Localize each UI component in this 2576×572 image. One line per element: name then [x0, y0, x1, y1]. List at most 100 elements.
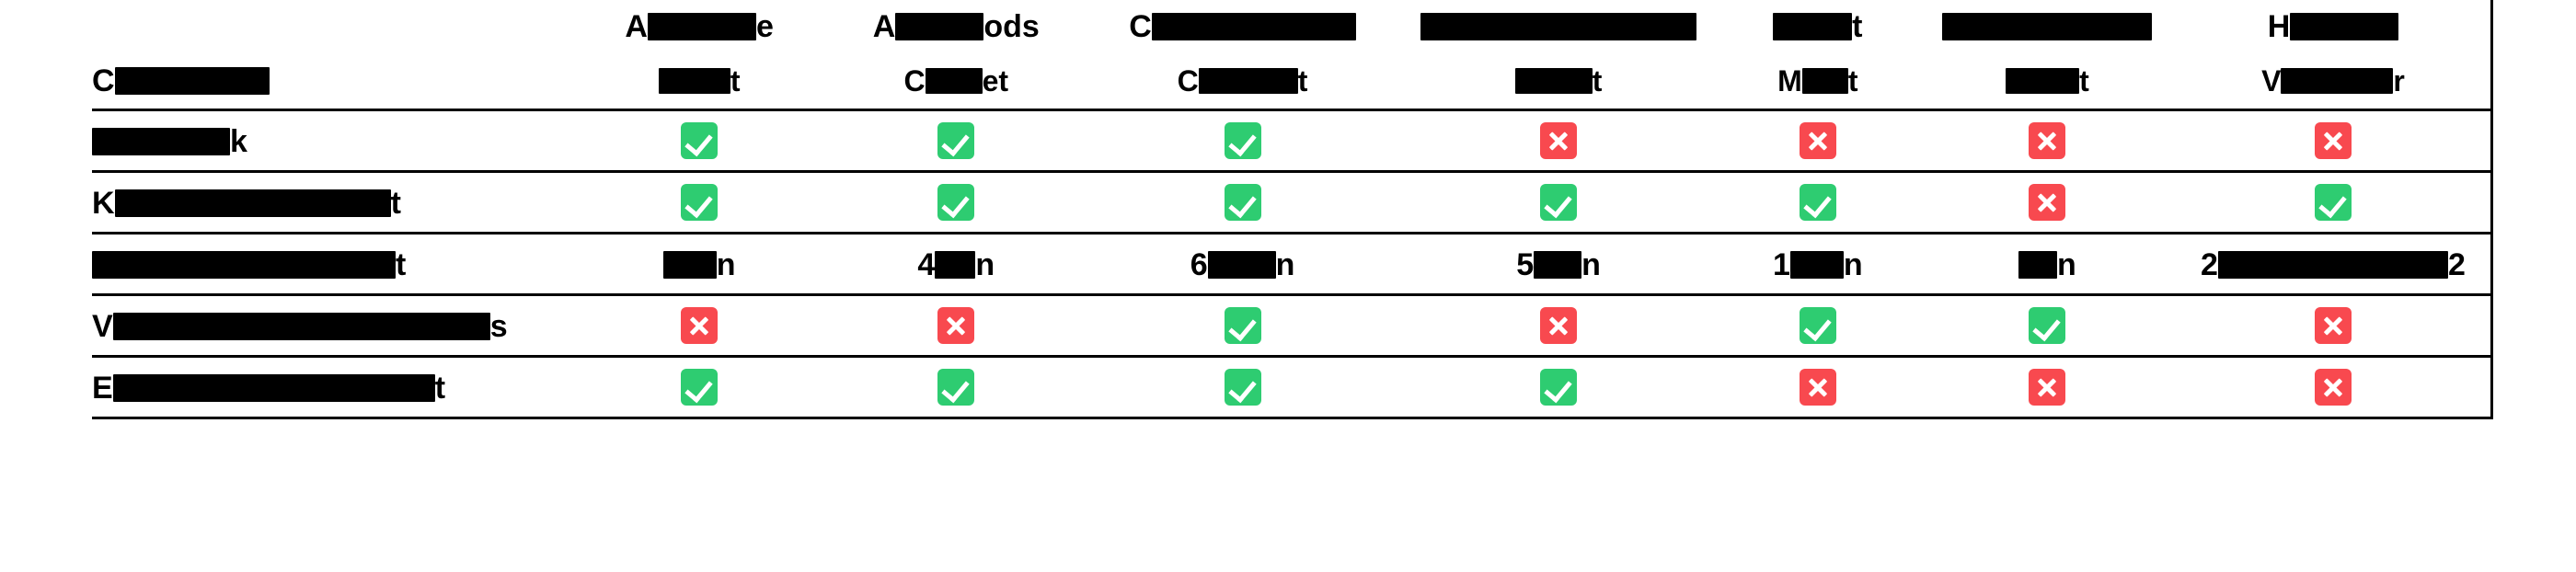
check-icon [1224, 369, 1261, 406]
redacted-text: k [92, 126, 247, 157]
status-cell [570, 356, 828, 419]
redacted-text: t [92, 249, 406, 280]
cross-icon [2314, 307, 2352, 344]
status-cell [2175, 356, 2493, 419]
status-cell [1400, 356, 1717, 419]
redaction-bar [1420, 12, 1697, 40]
column-header-5: t [1717, 0, 1919, 51]
status-cell [1716, 294, 1919, 358]
check-icon [1540, 369, 1578, 406]
status-cell [1084, 171, 1401, 235]
redaction-bar [2290, 12, 2399, 40]
row-label: t [92, 233, 571, 296]
status-cell [1716, 171, 1919, 235]
status-cell [1400, 109, 1717, 173]
status-cell [2175, 109, 2493, 173]
status-cell [827, 171, 1085, 235]
status-cell [570, 171, 828, 235]
check-icon [2029, 307, 2066, 344]
status-cell [1918, 109, 2176, 173]
redaction-bar [2281, 67, 2394, 94]
subheader-cell-6: t [1918, 51, 2176, 111]
redaction-bar [112, 312, 490, 340]
status-cell [2175, 171, 2493, 235]
status-cell [570, 109, 828, 173]
redaction-bar [925, 67, 983, 94]
subheader-row-label: C [92, 51, 571, 111]
redacted-text: C [92, 65, 270, 97]
status-cell [1084, 356, 1401, 419]
value-cell: n [1918, 233, 2176, 296]
status-cell [827, 356, 1085, 419]
column-header-7: H [2175, 0, 2493, 51]
check-icon [1224, 184, 1261, 221]
status-cell [1918, 171, 2176, 235]
redaction-bar [92, 127, 230, 155]
cross-icon [1799, 369, 1836, 406]
redacted-text: t [2006, 65, 2089, 96]
redaction-bar [112, 373, 435, 402]
redaction-bar [2006, 67, 2080, 94]
redacted-text: n [2018, 249, 2076, 280]
column-header-6 [1919, 0, 2176, 51]
redaction-bar [935, 250, 976, 279]
redacted-text: t [1514, 65, 1602, 96]
redaction-bar [2217, 250, 2448, 279]
redaction-bar [92, 250, 396, 279]
check-icon [681, 122, 719, 159]
subheader-cell-4: t [1400, 51, 1717, 111]
check-icon [681, 184, 719, 221]
redacted-text [1942, 11, 2153, 40]
check-icon [1799, 184, 1836, 221]
redaction-bar [1514, 67, 1593, 94]
redaction-bar [1198, 67, 1298, 94]
redaction-bar [658, 67, 730, 94]
status-cell [1084, 294, 1401, 358]
status-cell [2175, 294, 2493, 358]
redaction-bar [114, 189, 391, 217]
check-icon [1799, 307, 1836, 344]
column-header-4 [1400, 0, 1717, 51]
check-icon [1224, 122, 1261, 159]
header-corner-cell [92, 0, 571, 51]
redaction-bar [662, 250, 717, 279]
status-cell [827, 294, 1085, 358]
redacted-text: t [658, 65, 741, 96]
check-icon [937, 184, 975, 221]
cross-icon [1540, 307, 1578, 344]
status-cell [1918, 294, 2176, 358]
redaction-bar [1942, 12, 2153, 40]
status-cell [1716, 356, 1919, 419]
status-cell [1918, 356, 2176, 419]
table-row: k [92, 109, 2493, 173]
check-icon [937, 122, 975, 159]
cross-icon [2029, 122, 2066, 159]
cross-icon [937, 307, 975, 344]
redacted-text: t [1773, 11, 1863, 42]
check-icon [2314, 184, 2352, 221]
cross-icon [1540, 122, 1578, 159]
